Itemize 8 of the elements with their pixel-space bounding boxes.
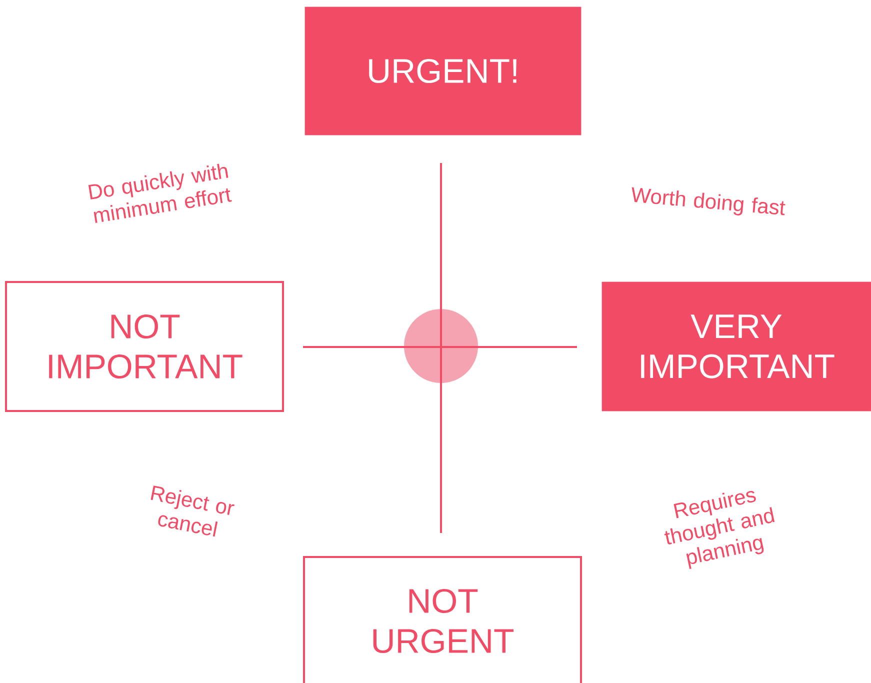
quadrant-note: Worth doing fast xyxy=(632,187,786,216)
outlined-box: NOT IMPORTANT xyxy=(5,281,284,412)
filled-box: URGENT! xyxy=(304,6,582,136)
quadrant-note: Reject or cancel xyxy=(150,486,234,537)
outlined-box: NOT URGENT xyxy=(303,556,582,683)
quadrant-note: Requires thought and planning xyxy=(664,490,775,569)
filled-box: VERY IMPORTANT xyxy=(602,282,871,412)
quadrant-note: Do quickly with minimum effort xyxy=(88,164,232,223)
